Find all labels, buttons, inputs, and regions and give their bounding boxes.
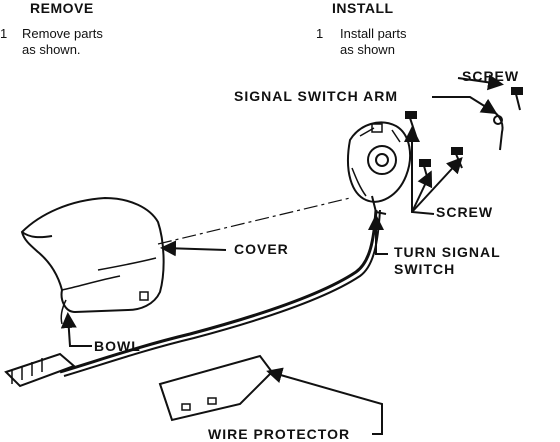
screws-drawing [405,87,523,181]
leader-lines [60,74,504,435]
screw-label-mid: SCREW [436,204,494,220]
screw-label-top: SCREW [462,68,520,84]
centerline [157,197,351,245]
wire-connector-drawing [4,352,76,388]
wire-protector-label: WIRE PROTECTOR [208,426,351,442]
signal-switch-arm-label: SIGNAL SWITCH ARM [234,88,398,104]
remove-step-line1: Remove parts [22,26,103,41]
signal-switch-arm-drawing [493,111,504,151]
remove-heading: REMOVE [30,0,94,16]
cover-label: COVER [234,241,289,257]
install-step-line1: Install parts [340,26,407,41]
remove-step-line2: as shown. [22,42,81,57]
turn-signal-label-line2: SWITCH [394,261,456,277]
turn-signal-label-line1: TURN SIGNAL [394,244,501,260]
bowl-label: BOWL [94,338,141,354]
install-step-line2: as shown [340,42,395,57]
wire-harness-drawing [59,209,381,377]
bowl-housing-drawing [20,196,165,325]
wire-protector-drawing [158,354,274,422]
install-heading: INSTALL [332,0,394,16]
turn-signal-switch-drawing [346,121,412,215]
remove-step-number: 1 [0,26,8,41]
install-step-number: 1 [316,26,324,41]
